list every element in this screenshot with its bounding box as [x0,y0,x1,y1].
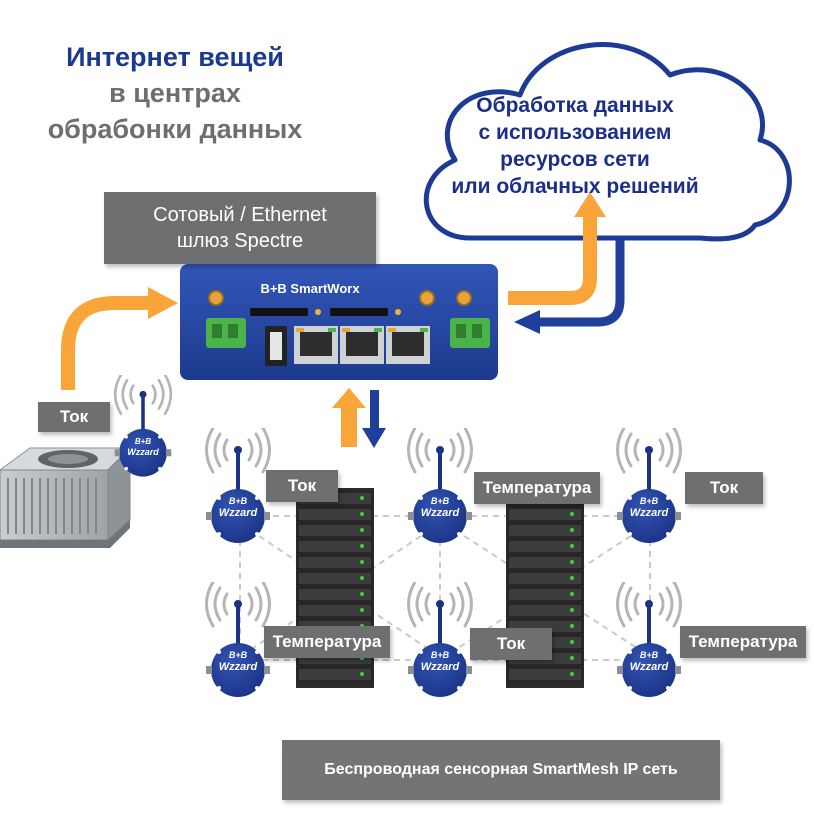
label-sensor-3: Ток [685,472,763,504]
sensor-ac-logo: B+B [135,437,151,446]
network-banner: Беспроводная сенсорная SmartMesh IP сеть [282,740,720,800]
uplink-arrow-ac [61,296,150,390]
sensor-5-brand: Wzzard [421,661,460,673]
diagram-title-line1: Интернет вещей [66,42,284,72]
label-sensor-1: Ток [266,470,338,502]
sensor-3-icon [615,428,683,545]
sensor-1-brand: Wzzard [219,507,258,519]
sensor-2-logo: B+B [431,496,450,506]
gateway-callout-line2: шлюз Spectre [176,230,304,252]
sensor-4-brand: Wzzard [219,661,258,673]
sensor-4-icon [204,582,272,699]
server-rack-left [296,488,374,688]
diagram-title-line2: в центрах [109,78,241,108]
sensor-3-logo: B+B [640,496,659,506]
sensor-2-brand: Wzzard [421,507,460,519]
uplink-arrowhead-network [332,388,366,408]
label-sensor-6: Температура [680,626,806,658]
uplink-arrow-cloud [508,215,597,305]
sensor-2-icon [406,428,474,545]
cloud-line2: с использованием [478,121,672,144]
label-sensor-2: Температура [474,472,600,504]
sensor-4-logo: B+B [229,650,248,660]
label-ac: Ток [38,402,110,432]
gateway-callout: Сотовый / Ethernet шлюз Spectre [104,192,376,264]
sensor-5-logo: B+B [431,650,450,660]
uplink-arrowhead-cloud [574,192,606,217]
label-sensor-5: Ток [470,628,552,660]
router-brand-label: B+B SmartWorx [260,281,360,296]
cloud-shape [423,42,792,242]
sensor-1-icon [204,428,272,545]
downlink-arrow-network-shaft [370,390,379,430]
sensor-6-logo: B+B [640,650,659,660]
sensor-1-logo: B+B [229,496,248,506]
downlink-arrowhead-network [362,428,386,448]
cloud-line1: Обработка данных [476,94,674,117]
downlink-arrow-cloud [538,240,625,327]
cloud-line4: или облачных решений [451,175,699,198]
sensor-ac-brand: Wzzard [127,447,159,457]
downlink-arrowhead-cloud [514,310,540,334]
label-sensor-4: Температура [264,626,390,658]
uplink-arrowhead-ac [148,287,178,319]
uplink-arrow-network-shaft [341,405,357,447]
diagram-title-line3: обрабонки данных [47,114,303,144]
gateway-router-icon [180,264,498,380]
sensor-6-brand: Wzzard [630,661,669,673]
sensor-ac-icon [113,375,173,478]
cloud-line3: ресурсов сети [500,148,650,171]
air-conditioner-icon [0,446,132,548]
gateway-callout-line1: Сотовый / Ethernet [153,204,327,226]
sensor-3-brand: Wzzard [630,507,669,519]
